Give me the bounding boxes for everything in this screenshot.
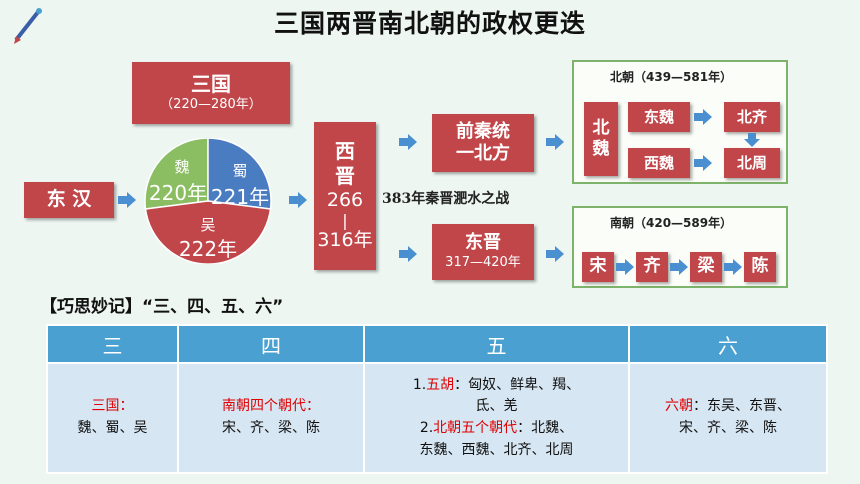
mnemonic-heading: 【巧思妙记】“三、四、五、六”	[40, 297, 284, 317]
arrow-right-icon	[546, 134, 564, 150]
chen-box: 陈	[744, 252, 776, 282]
south-dynasties-panel: 南朝（420—589年） 宋 齐 梁 陈	[572, 206, 788, 288]
arrow-right-icon	[399, 134, 417, 150]
three-kingdoms-years: （220—280年）	[160, 97, 262, 113]
liang-label: 梁	[697, 256, 715, 277]
arrow-right-icon	[616, 259, 634, 275]
donghan-box: 东 汉	[24, 182, 114, 218]
pie-slice-wei	[144, 138, 209, 210]
battle-note: 383年秦晋淝水之战	[382, 191, 510, 207]
qianqin-line1: 前秦统	[456, 120, 510, 142]
cell-text: 宋、齐、梁、陈	[222, 420, 320, 436]
cell-text: ：东吴、东晋、	[693, 398, 791, 415]
cell-highlight: 北朝五个朝代	[433, 420, 518, 436]
beiwei-char-1: 北	[592, 117, 610, 138]
pie-label-wei: 魏	[174, 158, 189, 176]
pie-year-shu: 221年	[211, 185, 269, 209]
xijin-box: 西 晋 266 | 316年	[314, 122, 376, 270]
table-header-cell: 六	[628, 324, 828, 364]
mnemonic-table: 三 四 五 六 三国： 魏、蜀、吴 南朝四个朝代： 宋、齐、梁、陈 1.五胡：匈…	[46, 324, 828, 474]
arrow-right-icon	[289, 192, 307, 208]
cell-text: 东魏、西魏、北齐、北周	[419, 441, 574, 458]
song-label: 宋	[589, 256, 607, 277]
cell-text: ：北魏、	[517, 420, 574, 436]
cell-highlight: 六朝	[665, 398, 693, 415]
table-header-row: 三 四 五 六	[46, 324, 828, 364]
dongwei-box: 东魏	[628, 102, 690, 132]
cell-text: ：匈奴、鲜卑、羯、	[454, 376, 581, 393]
arrow-right-icon	[724, 259, 742, 275]
dongwei-label: 东魏	[643, 107, 674, 126]
page-title: 三国两晋南北朝的政权更迭	[273, 9, 586, 38]
beiqi-box: 北齐	[724, 102, 780, 132]
table-header-cell: 五	[363, 324, 630, 364]
song-box: 宋	[582, 252, 614, 282]
table-cell-six: 六朝：东吴、东晋、 宋、齐、梁、陈	[628, 362, 828, 474]
south-panel-title: 南朝（420—589年）	[610, 216, 733, 230]
arrow-down-icon	[744, 133, 760, 147]
cell-highlight: 南朝四个朝代：	[222, 398, 320, 415]
three-kingdoms-pie: 魏 220年 蜀 221年 吴 222年	[144, 138, 272, 264]
arrow-right-icon	[694, 109, 712, 125]
beiwei-box: 北 魏	[584, 102, 618, 176]
dongjin-box: 东晋 317—420年	[432, 224, 534, 280]
cell-highlight: 三国：	[91, 398, 134, 415]
beizhou-box: 北周	[724, 148, 780, 178]
xijin-start: 266	[326, 189, 364, 212]
arrow-right-icon	[670, 259, 688, 275]
cell-text: 氐、羌	[475, 398, 518, 415]
chen-label: 陈	[751, 256, 769, 277]
qianqin-box: 前秦统 一北方	[432, 114, 534, 172]
north-panel-title: 北朝（439—581年）	[610, 70, 733, 84]
pie-label-wu: 吴	[200, 216, 215, 234]
qi-label: 齐	[643, 256, 661, 277]
pie-slice-wu	[144, 200, 272, 264]
cell-number: 1.	[412, 376, 427, 393]
xiwei-box: 西魏	[628, 148, 690, 178]
three-kingdoms-name: 三国	[191, 72, 231, 97]
table-row: 三国： 魏、蜀、吴 南朝四个朝代： 宋、齐、梁、陈 1.五胡：匈奴、鲜卑、羯、 …	[46, 362, 828, 474]
qi-box: 齐	[636, 252, 668, 282]
arrow-right-icon	[118, 192, 136, 208]
dongjin-name: 东晋	[465, 232, 501, 254]
table-header-cell: 三	[46, 324, 179, 364]
cell-number: 2.	[419, 420, 434, 436]
pen-icon	[14, 8, 42, 44]
pie-slice-shu	[207, 138, 272, 210]
beizhou-label: 北周	[736, 153, 767, 172]
cell-text: 宋、齐、梁、陈	[679, 420, 777, 436]
liang-box: 梁	[690, 252, 722, 282]
arrow-right-icon	[399, 246, 417, 262]
north-dynasties-panel: 北朝（439—581年） 北 魏 东魏 北齐 西魏 北周	[572, 60, 788, 184]
beiqi-label: 北齐	[736, 107, 767, 126]
dongjin-years: 317—420年	[445, 254, 521, 270]
xijin-end: 316年	[317, 229, 373, 251]
xijin-char-1: 西	[335, 139, 355, 164]
three-kingdoms-box: 三国 （220—280年）	[132, 62, 290, 124]
arrow-right-icon	[694, 155, 712, 171]
pie-year-wei: 220年	[149, 181, 207, 205]
table-header-cell: 四	[177, 324, 365, 364]
donghan-label: 东 汉	[46, 188, 92, 211]
pie-label-shu: 蜀	[232, 162, 247, 180]
beiwei-char-2: 魏	[592, 139, 610, 159]
table-cell-three: 三国： 魏、蜀、吴	[46, 362, 179, 474]
xiwei-label: 西魏	[643, 153, 674, 172]
cell-highlight: 五胡	[426, 376, 455, 393]
cell-text: 魏、蜀、吴	[77, 420, 148, 436]
qianqin-line2: 一北方	[456, 143, 510, 164]
xijin-dash: |	[342, 211, 348, 230]
table-cell-four: 南朝四个朝代： 宋、齐、梁、陈	[177, 362, 365, 474]
pie-year-wu: 222年	[179, 237, 237, 261]
arrow-right-icon	[546, 246, 564, 262]
xijin-char-2: 晋	[335, 164, 355, 189]
table-cell-five: 1.五胡：匈奴、鲜卑、羯、 氐、羌 2.北朝五个朝代：北魏、 东魏、西魏、北齐、…	[363, 362, 630, 474]
